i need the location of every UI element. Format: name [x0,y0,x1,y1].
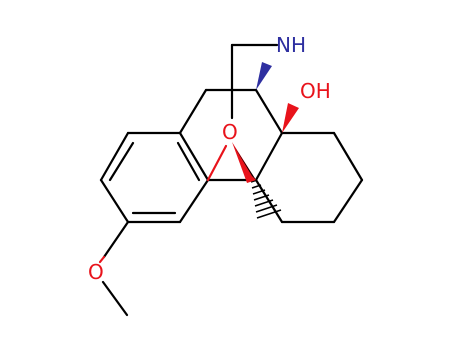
wedge-bond-to-hydroxyl [282,103,299,133]
wedge-bond-to-nitrogen [256,62,272,90]
bond-ring-ch2 [178,88,208,135]
ring-bond-5 [99,178,130,224]
ring-double-bond-2 [176,141,201,182]
methoxy-bond-o-stub [98,255,106,264]
ether-bond-left [206,144,228,182]
ring-bond-3 [178,178,210,224]
methoxy-bond-o-ch3 [101,280,129,317]
methoxy-oxygen-label: O [88,260,104,284]
ring-double-bond-1 [108,141,135,182]
ring-bond-6 [99,131,130,182]
bond-ch-quaternary [254,88,284,135]
ether-bridge: O [206,120,256,183]
bond-quaternary-center [254,131,284,182]
methoxy-bond-ring-o [102,220,130,259]
ring-bond-2 [178,131,210,182]
ether-wedge-dark [234,146,256,180]
skeleton-bonds [178,43,364,224]
bridge-oxygen-label: O [222,120,238,144]
oh-label: OH [300,79,331,103]
cyclohexane-bond-3 [332,178,364,224]
methoxy-group: O [88,220,130,317]
aromatic-ring [99,131,210,224]
hashed-bond [250,179,282,219]
nh-label: NH [276,33,306,57]
cyclohexane-bond-2 [332,131,364,182]
